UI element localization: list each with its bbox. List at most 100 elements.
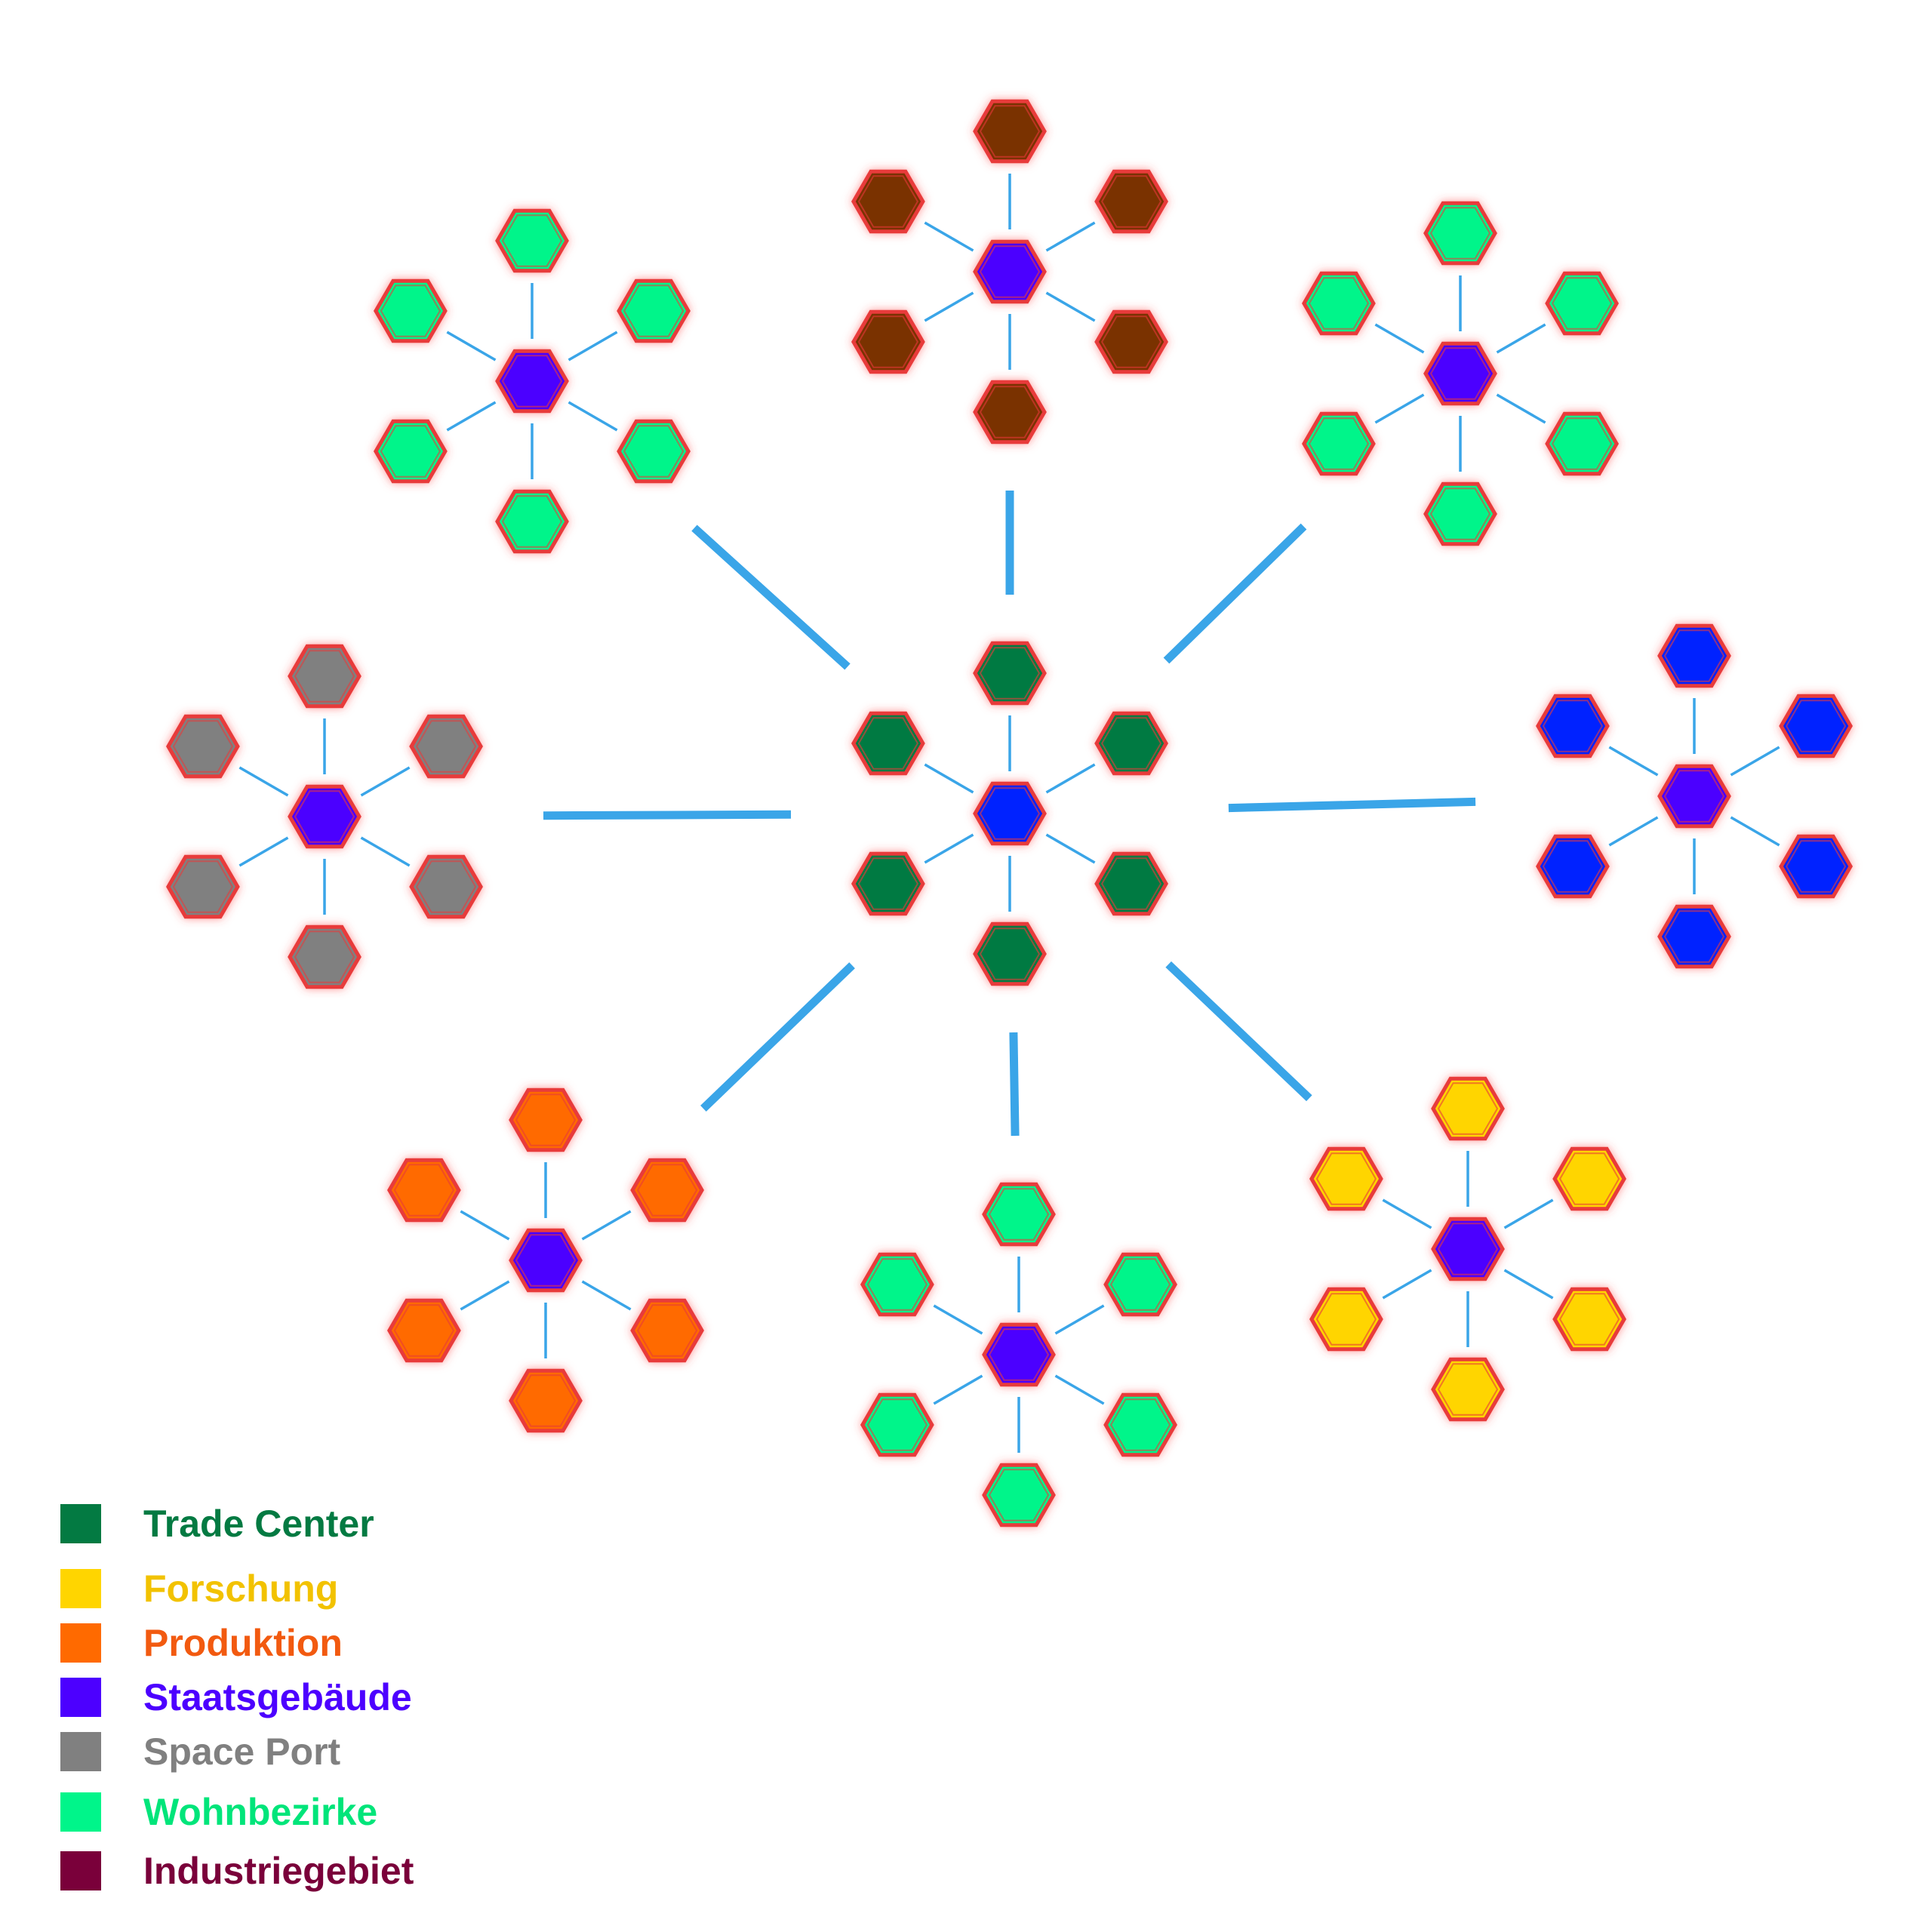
legend-label-industriegebiet: Industriegebiet — [143, 1850, 414, 1892]
cluster-connectors — [543, 491, 1476, 1137]
legend-item-produktion: Produktion — [60, 1621, 343, 1665]
legend-swatch-produktion — [60, 1623, 101, 1663]
legend-swatch-staatsgebaeude — [60, 1678, 101, 1717]
southeast-research-cluster-center-node — [1431, 1217, 1505, 1281]
southwest-production-cluster-satellite-node — [509, 1088, 583, 1152]
legend-swatch-industriegebiet — [60, 1851, 101, 1890]
northwest-residential-cluster-satellite-node — [495, 489, 569, 554]
southwest-production-cluster-satellite-node — [387, 1158, 461, 1223]
central-trade-hub-satellite-node — [1094, 851, 1168, 916]
northwest-residential-cluster-satellite-node — [374, 278, 448, 343]
east-blue-cluster-satellite-node — [1657, 623, 1731, 688]
north-industrial-cluster-satellite-node — [1094, 309, 1168, 374]
southwest-production-cluster-satellite-node — [630, 1158, 704, 1223]
southwest-production-cluster-satellite-node — [387, 1298, 461, 1363]
west-spaceport-cluster-spoke — [238, 766, 289, 797]
east-blue-cluster-spoke — [1730, 816, 1780, 847]
central-trade-hub-satellite-node — [1094, 711, 1168, 776]
northeast-residential-cluster-spoke — [1374, 323, 1425, 354]
southeast-research-cluster-satellite-node — [1552, 1287, 1626, 1352]
southwest-production-cluster-satellite-node — [630, 1298, 704, 1363]
northwest-residential-cluster-center-node — [495, 349, 569, 414]
northeast-residential-cluster-satellite-node — [1545, 271, 1619, 336]
south-residential-cluster-spoke — [933, 1304, 983, 1335]
central-trade-hub-spoke — [1045, 833, 1096, 864]
west-spaceport-cluster-satellite-node — [288, 644, 361, 709]
north-industrial-cluster-satellite-node — [973, 99, 1047, 164]
southeast-research-cluster-satellite-node — [1431, 1076, 1505, 1141]
north-industrial-cluster-satellite-node — [851, 309, 925, 374]
west-spaceport-cluster-satellite-node — [409, 854, 483, 919]
legend-item-staatsgebaeude: Staatsgebäude — [60, 1675, 412, 1719]
northwest-residential-cluster-satellite-node — [495, 208, 569, 273]
west-spaceport-cluster-spoke — [238, 836, 289, 867]
south-residential-cluster-satellite-node — [982, 1182, 1056, 1247]
central-trade-hub-center-node — [973, 781, 1047, 846]
legend-label-space-port: Space Port — [143, 1730, 341, 1773]
southwest-production-cluster-spoke — [581, 1280, 632, 1311]
southwest-production-cluster-spoke — [460, 1280, 510, 1311]
southwest-production-cluster-center-node — [509, 1228, 583, 1293]
connector-northeast-residential-cluster — [1163, 523, 1307, 664]
central-trade-hub-spoke — [924, 833, 974, 864]
north-industrial-cluster-satellite-node — [851, 169, 925, 234]
west-spaceport-cluster-satellite-node — [166, 714, 240, 779]
north-industrial-cluster-center-node — [973, 239, 1047, 304]
southeast-research-cluster-spoke — [1503, 1198, 1554, 1229]
north-industrial-cluster-satellite-node — [973, 380, 1047, 445]
south-residential-cluster-satellite-node — [1103, 1252, 1177, 1317]
south-residential-cluster-center-node — [982, 1322, 1056, 1387]
east-blue-cluster-satellite-node — [1657, 904, 1731, 969]
east-blue-cluster-spoke — [1608, 746, 1659, 777]
west-spaceport-cluster-satellite-node — [166, 854, 240, 919]
west-spaceport-cluster-spoke — [360, 766, 411, 797]
northeast-residential-cluster-spoke — [1496, 393, 1546, 424]
northeast-residential-cluster-satellite-node — [1302, 411, 1376, 476]
south-residential-cluster-spoke — [933, 1374, 983, 1405]
central-trade-hub-satellite-node — [851, 851, 925, 916]
north-industrial-cluster-spoke — [1045, 221, 1096, 252]
east-blue-cluster-spoke — [1730, 746, 1780, 777]
legend-label-wohnbezirke: Wohnbezirke — [143, 1791, 378, 1833]
northeast-residential-cluster-satellite-node — [1302, 271, 1376, 336]
northwest-residential-cluster-satellite-node — [374, 419, 448, 484]
legend-item-space-port: Space Port — [60, 1730, 340, 1774]
north-industrial-cluster-spoke — [924, 221, 974, 252]
cluster-nodes — [166, 99, 1853, 1527]
south-residential-cluster-satellite-node — [860, 1392, 934, 1457]
south-residential-cluster-spoke — [1054, 1304, 1105, 1335]
legend-item-industriegebiet: Industriegebiet — [60, 1849, 414, 1893]
southeast-research-cluster-satellite-node — [1552, 1146, 1626, 1211]
north-industrial-cluster-spoke — [924, 291, 974, 322]
northeast-residential-cluster-spoke — [1496, 323, 1546, 354]
connector-south-residential-cluster — [1009, 1032, 1020, 1137]
legend-item-forschung: Forschung — [60, 1567, 338, 1611]
northwest-residential-cluster-spoke — [568, 401, 618, 432]
northwest-residential-cluster-satellite-node — [617, 278, 691, 343]
central-trade-hub-satellite-node — [973, 641, 1047, 706]
southwest-production-cluster-satellite-node — [509, 1368, 583, 1433]
legend-item-wohnbezirke: Wohnbezirke — [60, 1790, 377, 1834]
connector-southeast-research-cluster — [1165, 961, 1312, 1102]
northeast-residential-cluster-spoke — [1374, 393, 1425, 424]
northwest-residential-cluster-satellite-node — [617, 419, 691, 484]
north-industrial-cluster-satellite-node — [1094, 169, 1168, 234]
northeast-residential-cluster-satellite-node — [1423, 201, 1497, 266]
northwest-residential-cluster-spoke — [568, 331, 618, 361]
west-spaceport-cluster-satellite-node — [288, 924, 361, 989]
northwest-residential-cluster-spoke — [446, 331, 497, 361]
legend-swatch-space-port — [60, 1732, 101, 1771]
legend-item-trade-center: Trade Center — [60, 1502, 374, 1546]
north-industrial-cluster-spoke — [1045, 291, 1096, 322]
southeast-research-cluster-satellite-node — [1309, 1146, 1383, 1211]
northwest-residential-cluster-spoke — [446, 401, 497, 432]
legend-label-forschung: Forschung — [143, 1567, 339, 1610]
central-trade-hub-satellite-node — [973, 921, 1047, 986]
cluster-spokes — [238, 174, 1780, 1453]
central-trade-hub-satellite-node — [851, 711, 925, 776]
legend-label-trade-center: Trade Center — [143, 1503, 374, 1545]
northeast-residential-cluster-satellite-node — [1545, 411, 1619, 476]
east-blue-cluster-center-node — [1657, 764, 1731, 829]
connector-southwest-production-cluster — [700, 962, 855, 1112]
